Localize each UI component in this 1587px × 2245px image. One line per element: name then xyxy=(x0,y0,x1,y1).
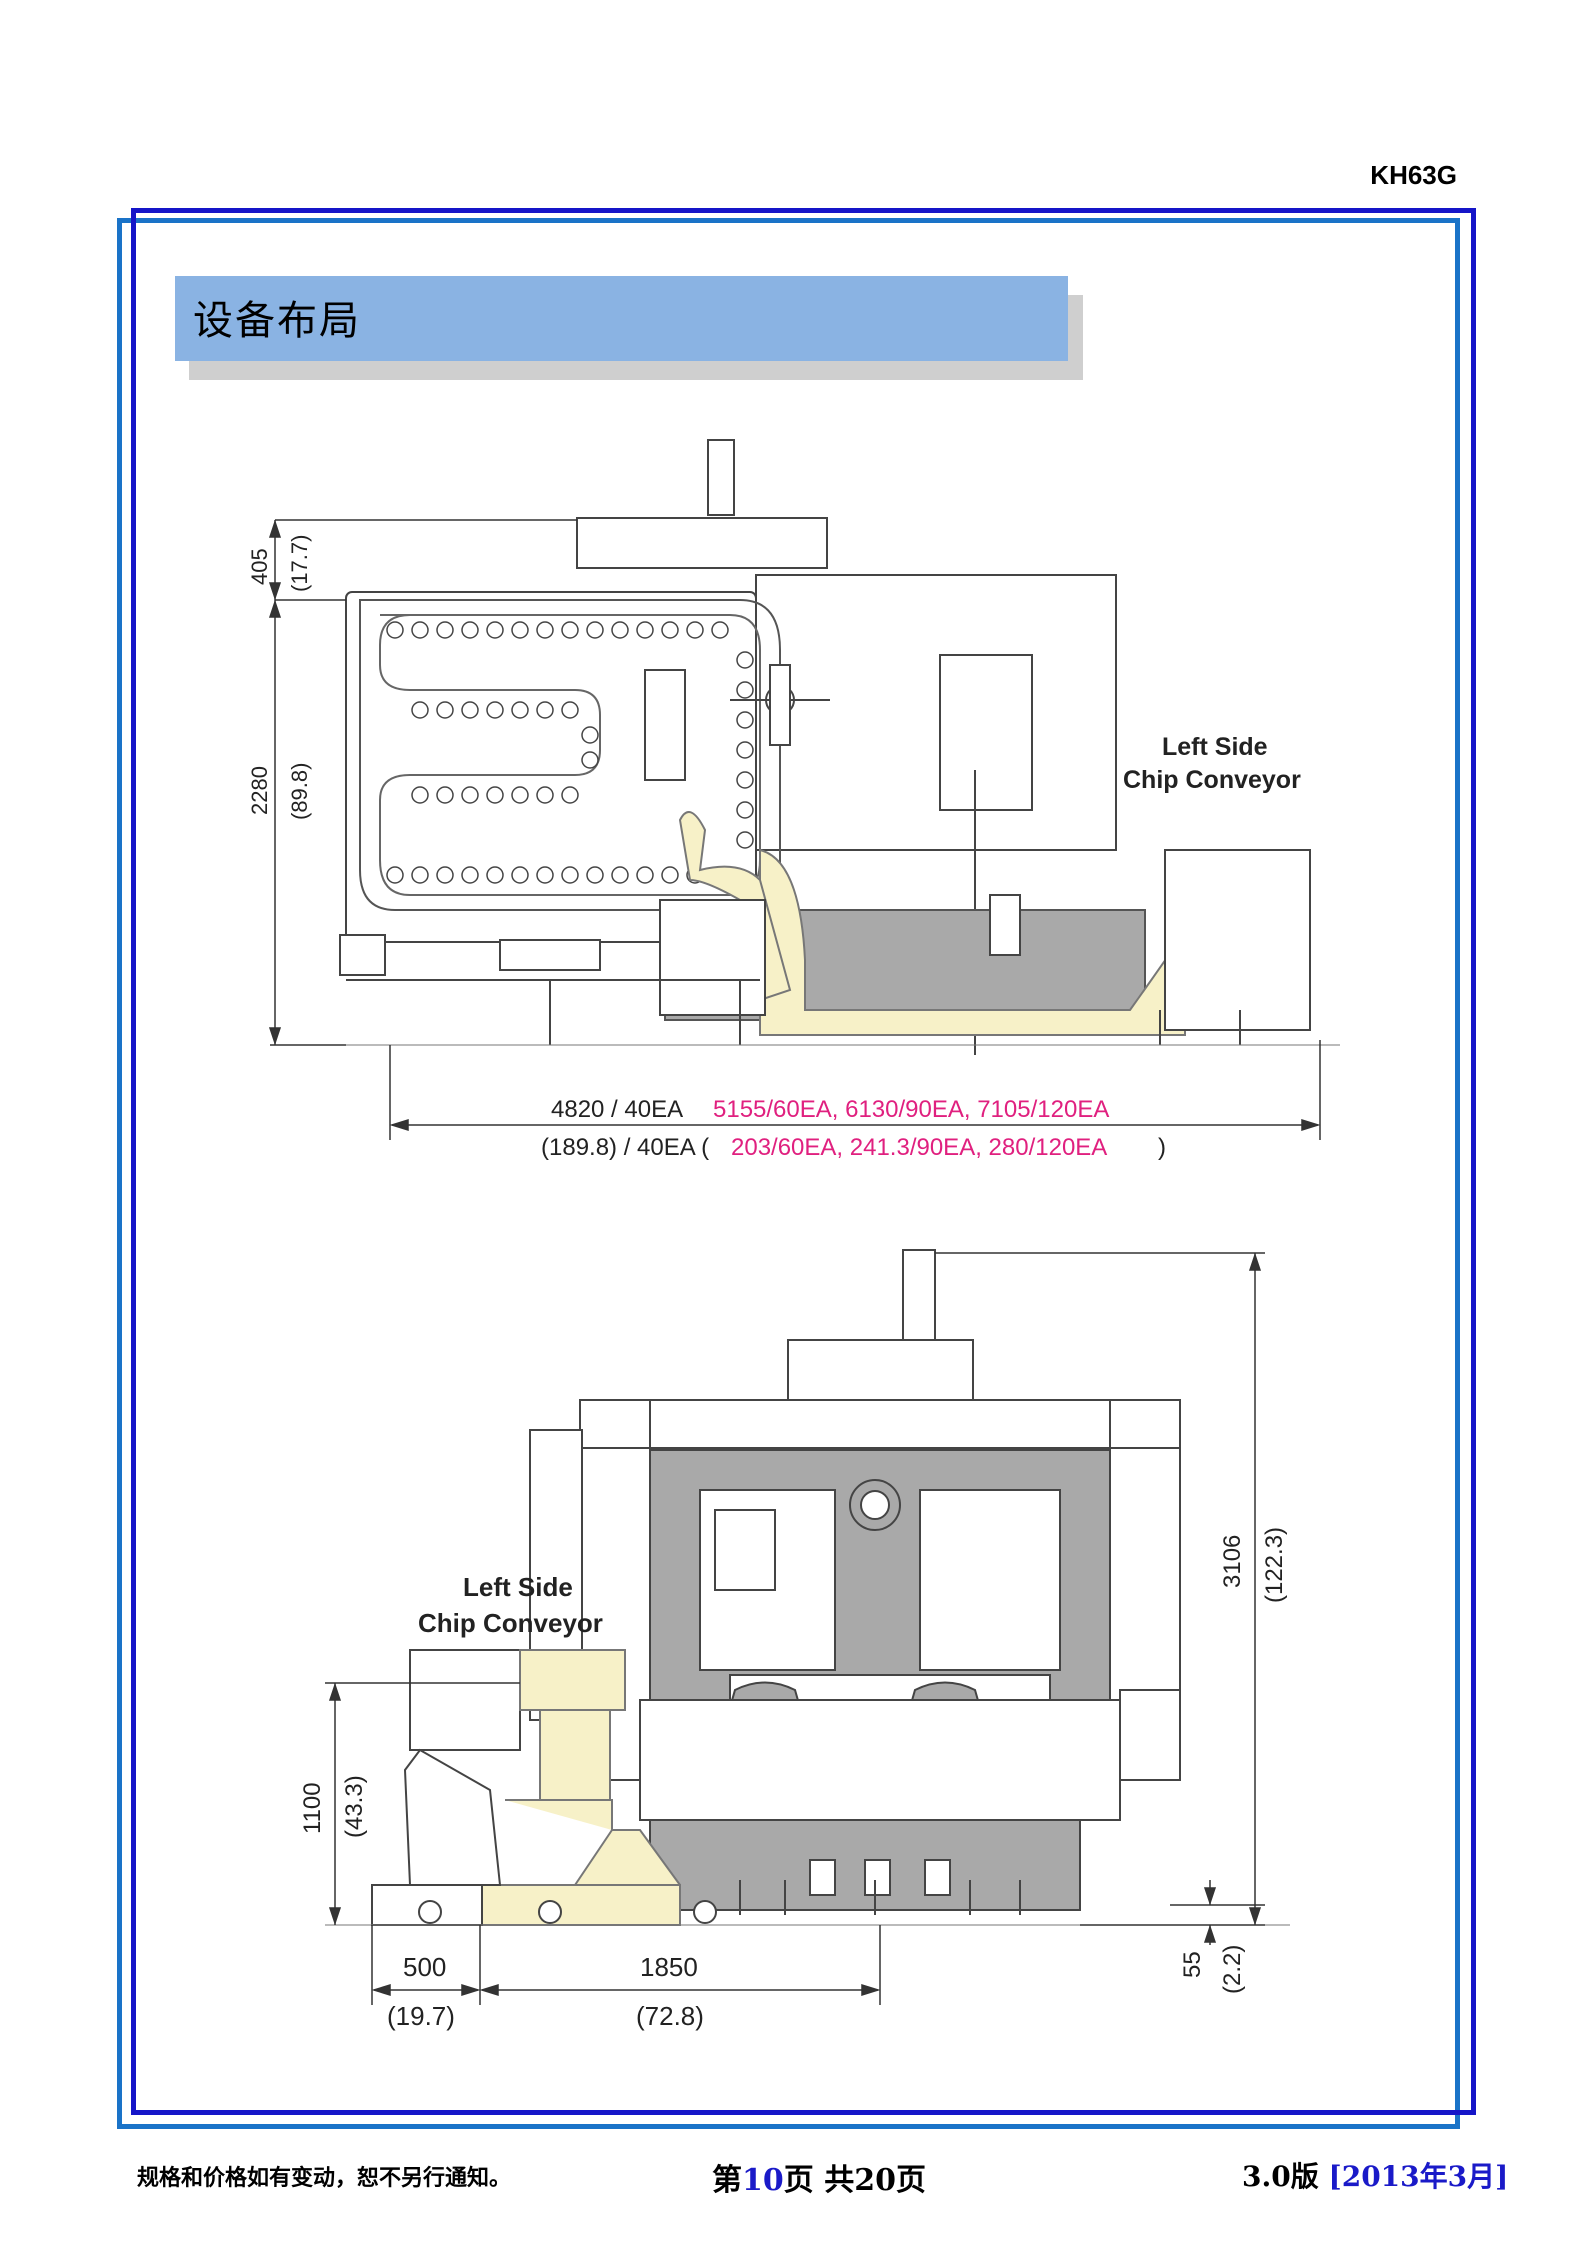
top-dim-405: 405 xyxy=(247,548,272,585)
version-label: 3.0版 xyxy=(1242,2160,1329,2193)
top-dim-405-in: (17.7) xyxy=(287,535,312,592)
top-view-drawing xyxy=(339,439,1340,1055)
front-view-drawing xyxy=(325,1249,1290,1926)
top-conveyor-label-1: Left Side xyxy=(1162,733,1268,761)
front-conveyor-label-1: Left Side xyxy=(463,1572,573,1602)
front-dim-1850-in: (72.8) xyxy=(636,2001,704,2031)
front-dim-1100-in: (43.3) xyxy=(341,1775,368,1838)
front-dim-1100: 1100 xyxy=(299,1782,326,1834)
page-suffix: 页 xyxy=(895,2163,926,2198)
front-dim-55: 55 xyxy=(1179,1951,1206,1978)
top-dim-2280-in: (89.8) xyxy=(287,763,312,820)
front-view-dimensions xyxy=(325,1252,1265,2005)
top-conveyor-label-2: Chip Conveyor xyxy=(1123,766,1301,794)
front-dim-1850: 1850 xyxy=(640,1952,698,1982)
section-heading: 设备布局 xyxy=(175,276,1068,361)
page-current: 10 xyxy=(742,2163,784,2198)
top-width-in-options: 203/60EA, 241.3/90EA, 280/120EA xyxy=(731,1134,1107,1161)
front-dim-3106: 3106 xyxy=(1219,1535,1246,1588)
front-dim-55-in: (2.2) xyxy=(1219,1945,1246,1994)
top-width-in: (189.8) / 40EA ( xyxy=(541,1134,709,1161)
section-title: 设备布局 xyxy=(193,298,361,344)
top-width-mm-options: 5155/60EA, 6130/90EA, 7105/120EA xyxy=(713,1096,1109,1123)
top-width-mm: 4820 / 40EA xyxy=(551,1096,683,1123)
page-total: 20 xyxy=(854,2163,896,2198)
page-prefix: 第 xyxy=(712,2163,742,2198)
front-conveyor-label-2: Chip Conveyor xyxy=(418,1608,603,1638)
footer-page-number: 第10页 共20页 xyxy=(712,2155,926,2199)
top-view-dimensions xyxy=(268,519,1321,1140)
model-number: KH63G xyxy=(1370,160,1457,190)
footer-notice: 规格和价格如有变动，恕不另行通知。 xyxy=(137,2165,512,2191)
front-dim-3106-in: (122.3) xyxy=(1261,1527,1288,1603)
page-mid: 页 共 xyxy=(783,2163,855,2198)
page-frame-outer xyxy=(117,218,1460,2129)
top-dim-2280: 2280 xyxy=(247,766,272,815)
top-width-in-close: ) xyxy=(1158,1134,1166,1161)
front-dim-500: 500 xyxy=(403,1952,446,1982)
version-date: [2013年3月] xyxy=(1328,2160,1509,2193)
page-frame-inner xyxy=(131,208,1476,2115)
footer-version: 3.0版 [2013年3月] xyxy=(1242,2155,1508,2195)
front-dim-500-in: (19.7) xyxy=(387,2001,455,2031)
